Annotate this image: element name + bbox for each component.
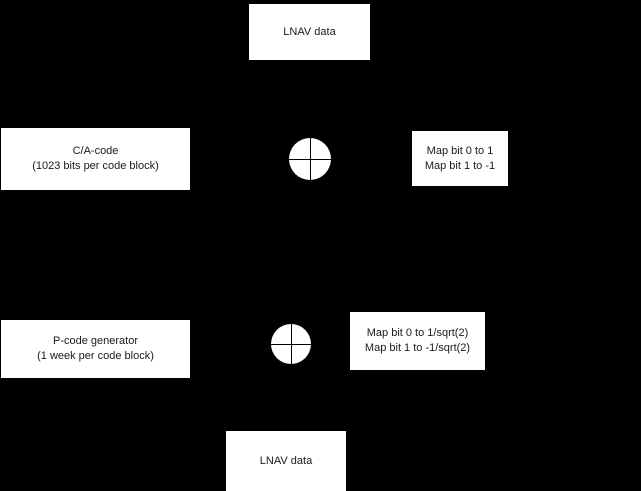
modulo-2-adder-ca-icon (287, 136, 333, 182)
p-code-generator-line-2: (1 week per code block) (37, 350, 154, 362)
map-p-line-1: Map bit 0 to 1/sqrt(2) (366, 327, 469, 339)
ca-code-line-1: C/A-code (72, 145, 119, 157)
map-p-node: Map bit 0 to 1/sqrt(2) Map bit 1 to -1/s… (350, 312, 485, 370)
ca-code-line-2: (1023 bits per code block) (32, 160, 159, 172)
lnav-data-bottom-line-1: LNAV data (259, 454, 313, 467)
map-p-line-2: Map bit 1 to -1/sqrt(2) (364, 342, 471, 354)
crosshair-horizontal-icon (287, 158, 333, 160)
map-ca-line-1: Map bit 0 to 1 (426, 144, 494, 157)
p-code-generator-node: P-code generator (1 week per code block) (1, 320, 190, 378)
ca-code-node: C/A-code (1023 bits per code block) (1, 128, 190, 190)
p-code-generator-line-1: P-code generator (53, 335, 138, 347)
modulo-2-adder-p-icon (269, 322, 313, 366)
map-ca-node: Map bit 0 to 1 Map bit 1 to -1 (412, 131, 508, 186)
lnav-data-bottom-node: LNAV data (226, 431, 346, 491)
crosshair-horizontal-icon (269, 343, 313, 345)
lnav-data-top-line-1: LNAV data (283, 25, 336, 38)
map-ca-line-2: Map bit 1 to -1 (424, 159, 496, 172)
lnav-data-top-node: LNAV data (249, 4, 370, 60)
